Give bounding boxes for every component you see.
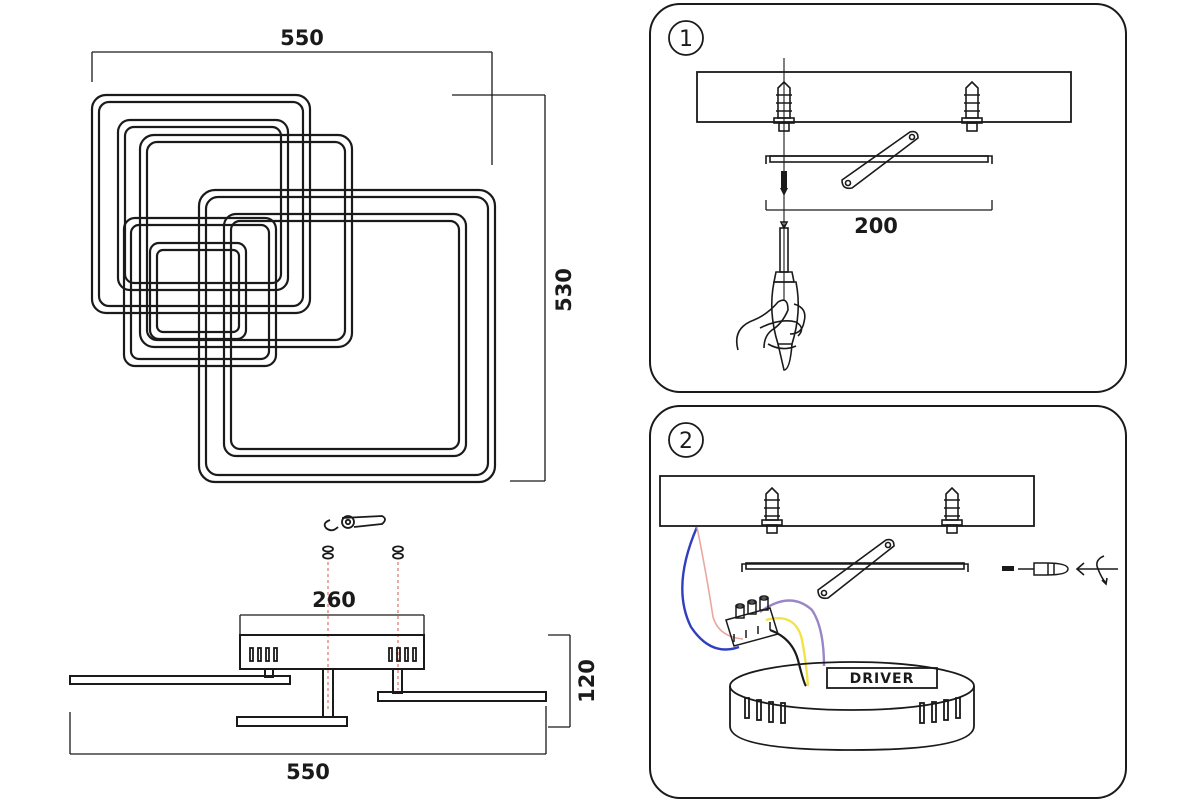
- screw-small-icon: [1002, 566, 1014, 571]
- frame-3-outer: [138, 133, 354, 349]
- frame-6-outer: [122, 216, 278, 368]
- ceiling-slab-2: [659, 475, 1035, 527]
- bracket-spacing-dimension: 200: [765, 200, 993, 238]
- frame-6-inner: [129, 223, 271, 361]
- side-view: 260: [69, 515, 599, 784]
- rotate-arrow-icon: [1075, 555, 1118, 586]
- lamp-frames: [90, 93, 497, 484]
- screwdriver-hand-icon: [735, 221, 806, 371]
- mount-hardware-icon: [322, 515, 404, 560]
- frame-7-inner: [155, 248, 241, 334]
- step2-number: 2: [679, 429, 693, 454]
- step1-panel: 1: [649, 3, 1127, 393]
- frame-bars: [69, 668, 547, 727]
- spacing-label: 200: [854, 214, 898, 238]
- frame-7-outer: [148, 241, 248, 341]
- driver-label-box: [826, 667, 938, 689]
- frame-3-inner: [145, 140, 347, 342]
- driver-label: DRIVER: [850, 671, 915, 687]
- total-width-dimension: 550: [69, 706, 547, 784]
- wall-plug-left-icon: [773, 80, 795, 132]
- frame-1-inner: [97, 100, 305, 308]
- terminal-block-icon: [725, 595, 779, 647]
- nut-left-icon: [322, 545, 334, 560]
- nut-right-icon: [392, 545, 404, 560]
- frame-4-outer: [197, 188, 497, 484]
- step1-number: 1: [679, 27, 693, 52]
- driver-vents-left: [744, 697, 786, 724]
- front-width-label: 550: [280, 26, 324, 50]
- frame-2-outer: [116, 118, 290, 292]
- total-width-label: 550: [286, 760, 330, 784]
- mounting-bracket-icon: [765, 130, 993, 190]
- step1-badge: 1: [668, 20, 704, 56]
- side-height-label: 120: [575, 659, 599, 703]
- frame-5-inner: [229, 219, 461, 451]
- canopy: [239, 634, 425, 670]
- front-width-dimension: 550: [91, 26, 493, 165]
- frame-5-outer: [222, 212, 468, 458]
- base-width-dimension: 260: [239, 588, 425, 634]
- ceiling-slab: [696, 71, 1072, 123]
- frame-1-outer: [90, 93, 312, 315]
- side-height-dimension: 120: [548, 634, 599, 728]
- wall-plug-right-2-icon: [941, 486, 963, 534]
- step2-panel: 2: [649, 405, 1127, 799]
- driver-vents-right: [919, 697, 961, 724]
- driver-unit: DRIVER: [729, 661, 975, 751]
- hook-icon: [323, 519, 339, 532]
- step2-badge: 2: [668, 422, 704, 458]
- wiring: [681, 526, 826, 687]
- wall-plug-right-icon: [961, 80, 983, 132]
- screwdriver-2-icon: [1018, 562, 1069, 576]
- front-height-label: 530: [552, 268, 576, 312]
- screw-icon: [780, 171, 788, 196]
- front-view: 550 530: [90, 26, 576, 484]
- base-width-label: 260: [312, 588, 356, 612]
- front-height-dimension: 530: [452, 94, 576, 482]
- wall-plug-left-2-icon: [761, 486, 783, 534]
- mounting-bracket-2-icon: [741, 538, 969, 600]
- frame-2-inner: [123, 125, 283, 285]
- frame-4-inner: [204, 195, 490, 477]
